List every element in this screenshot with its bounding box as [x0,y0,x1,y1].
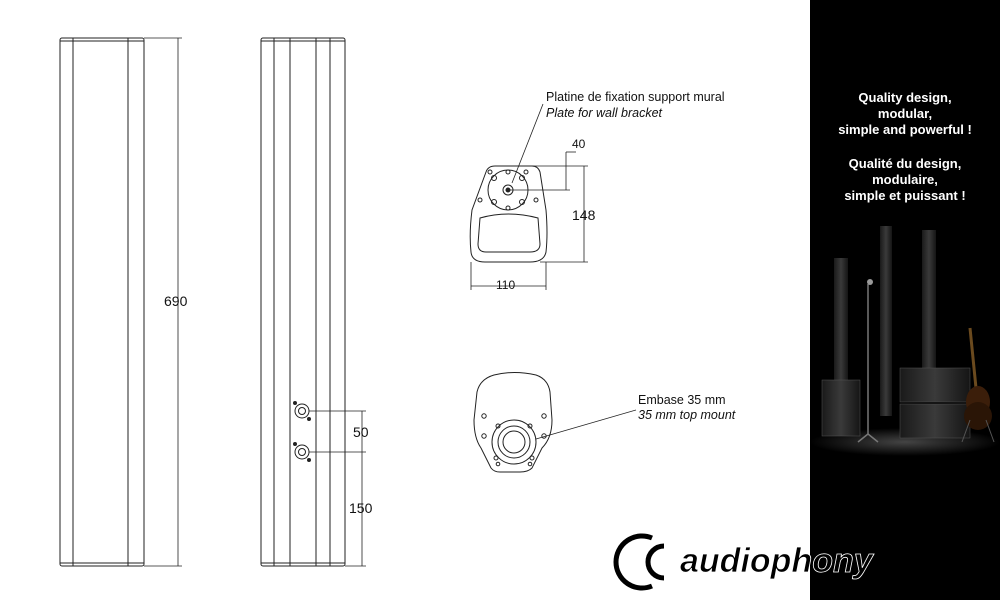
product-photo [810,226,1000,456]
column-speaker-right [922,230,936,370]
column-side-view [260,37,346,567]
column-speaker-left [834,258,848,388]
column-front-view [59,37,145,567]
column-speaker-center [880,226,892,416]
slogan-fr-line-2: modulaire, [872,172,938,187]
brand-mark-icon [613,533,665,591]
wall-plate-label-en: Plate for wall bracket [546,106,663,120]
slogan-en-line-2: modular, [877,106,933,121]
slogan-en-line-1: Quality design, [858,90,952,105]
wall-plate-leader [511,103,544,184]
slogan-english: Quality design, modular, simple and powe… [810,90,1000,138]
connector-spacing-label: 50 [353,424,369,440]
subwoofer-right-top [899,367,971,403]
plate-width-label: 110 [496,278,515,292]
connector-dimensions [309,410,366,567]
top-mount-leader [535,409,637,440]
height-dimension [144,37,182,567]
audiophony-logo: audiophony EQUIPMENTS [613,533,925,591]
connector-height-label: 150 [349,500,373,516]
plate-dimensions [470,151,588,290]
top-mount-view [473,372,553,473]
wall-bracket-plate-view [469,165,548,263]
slogan-fr-line-1: Qualité du design, [848,156,962,171]
plate-height-label: 148 [572,207,596,223]
technical-drawing: 690 50 150 [59,37,736,567]
slogan-french: Qualité du design, modulaire, simple et … [810,156,1000,204]
wall-plate-label-fr: Platine de fixation support mural [546,90,725,104]
top-mount-label-fr: Embase 35 mm [638,393,726,407]
slogan-fr-line-3: simple et puissant ! [844,188,966,203]
subwoofer-left [821,379,861,437]
guitar-icon [961,327,995,443]
height-label: 690 [164,293,188,309]
speakon-connector-lower [293,442,311,462]
promo-panel: Quality design, modular, simple and powe… [810,0,1000,600]
brand-tagline: EQUIPMENTS [830,578,925,588]
speakon-connector-upper [293,401,311,421]
subwoofer-right-bottom [899,403,971,439]
brand-name: audiophony [680,542,875,580]
slogan-en-line-3: simple and powerful ! [838,122,972,137]
top-mount-label-en: 35 mm top mount [638,408,736,422]
plate-offset-label: 40 [572,137,586,151]
